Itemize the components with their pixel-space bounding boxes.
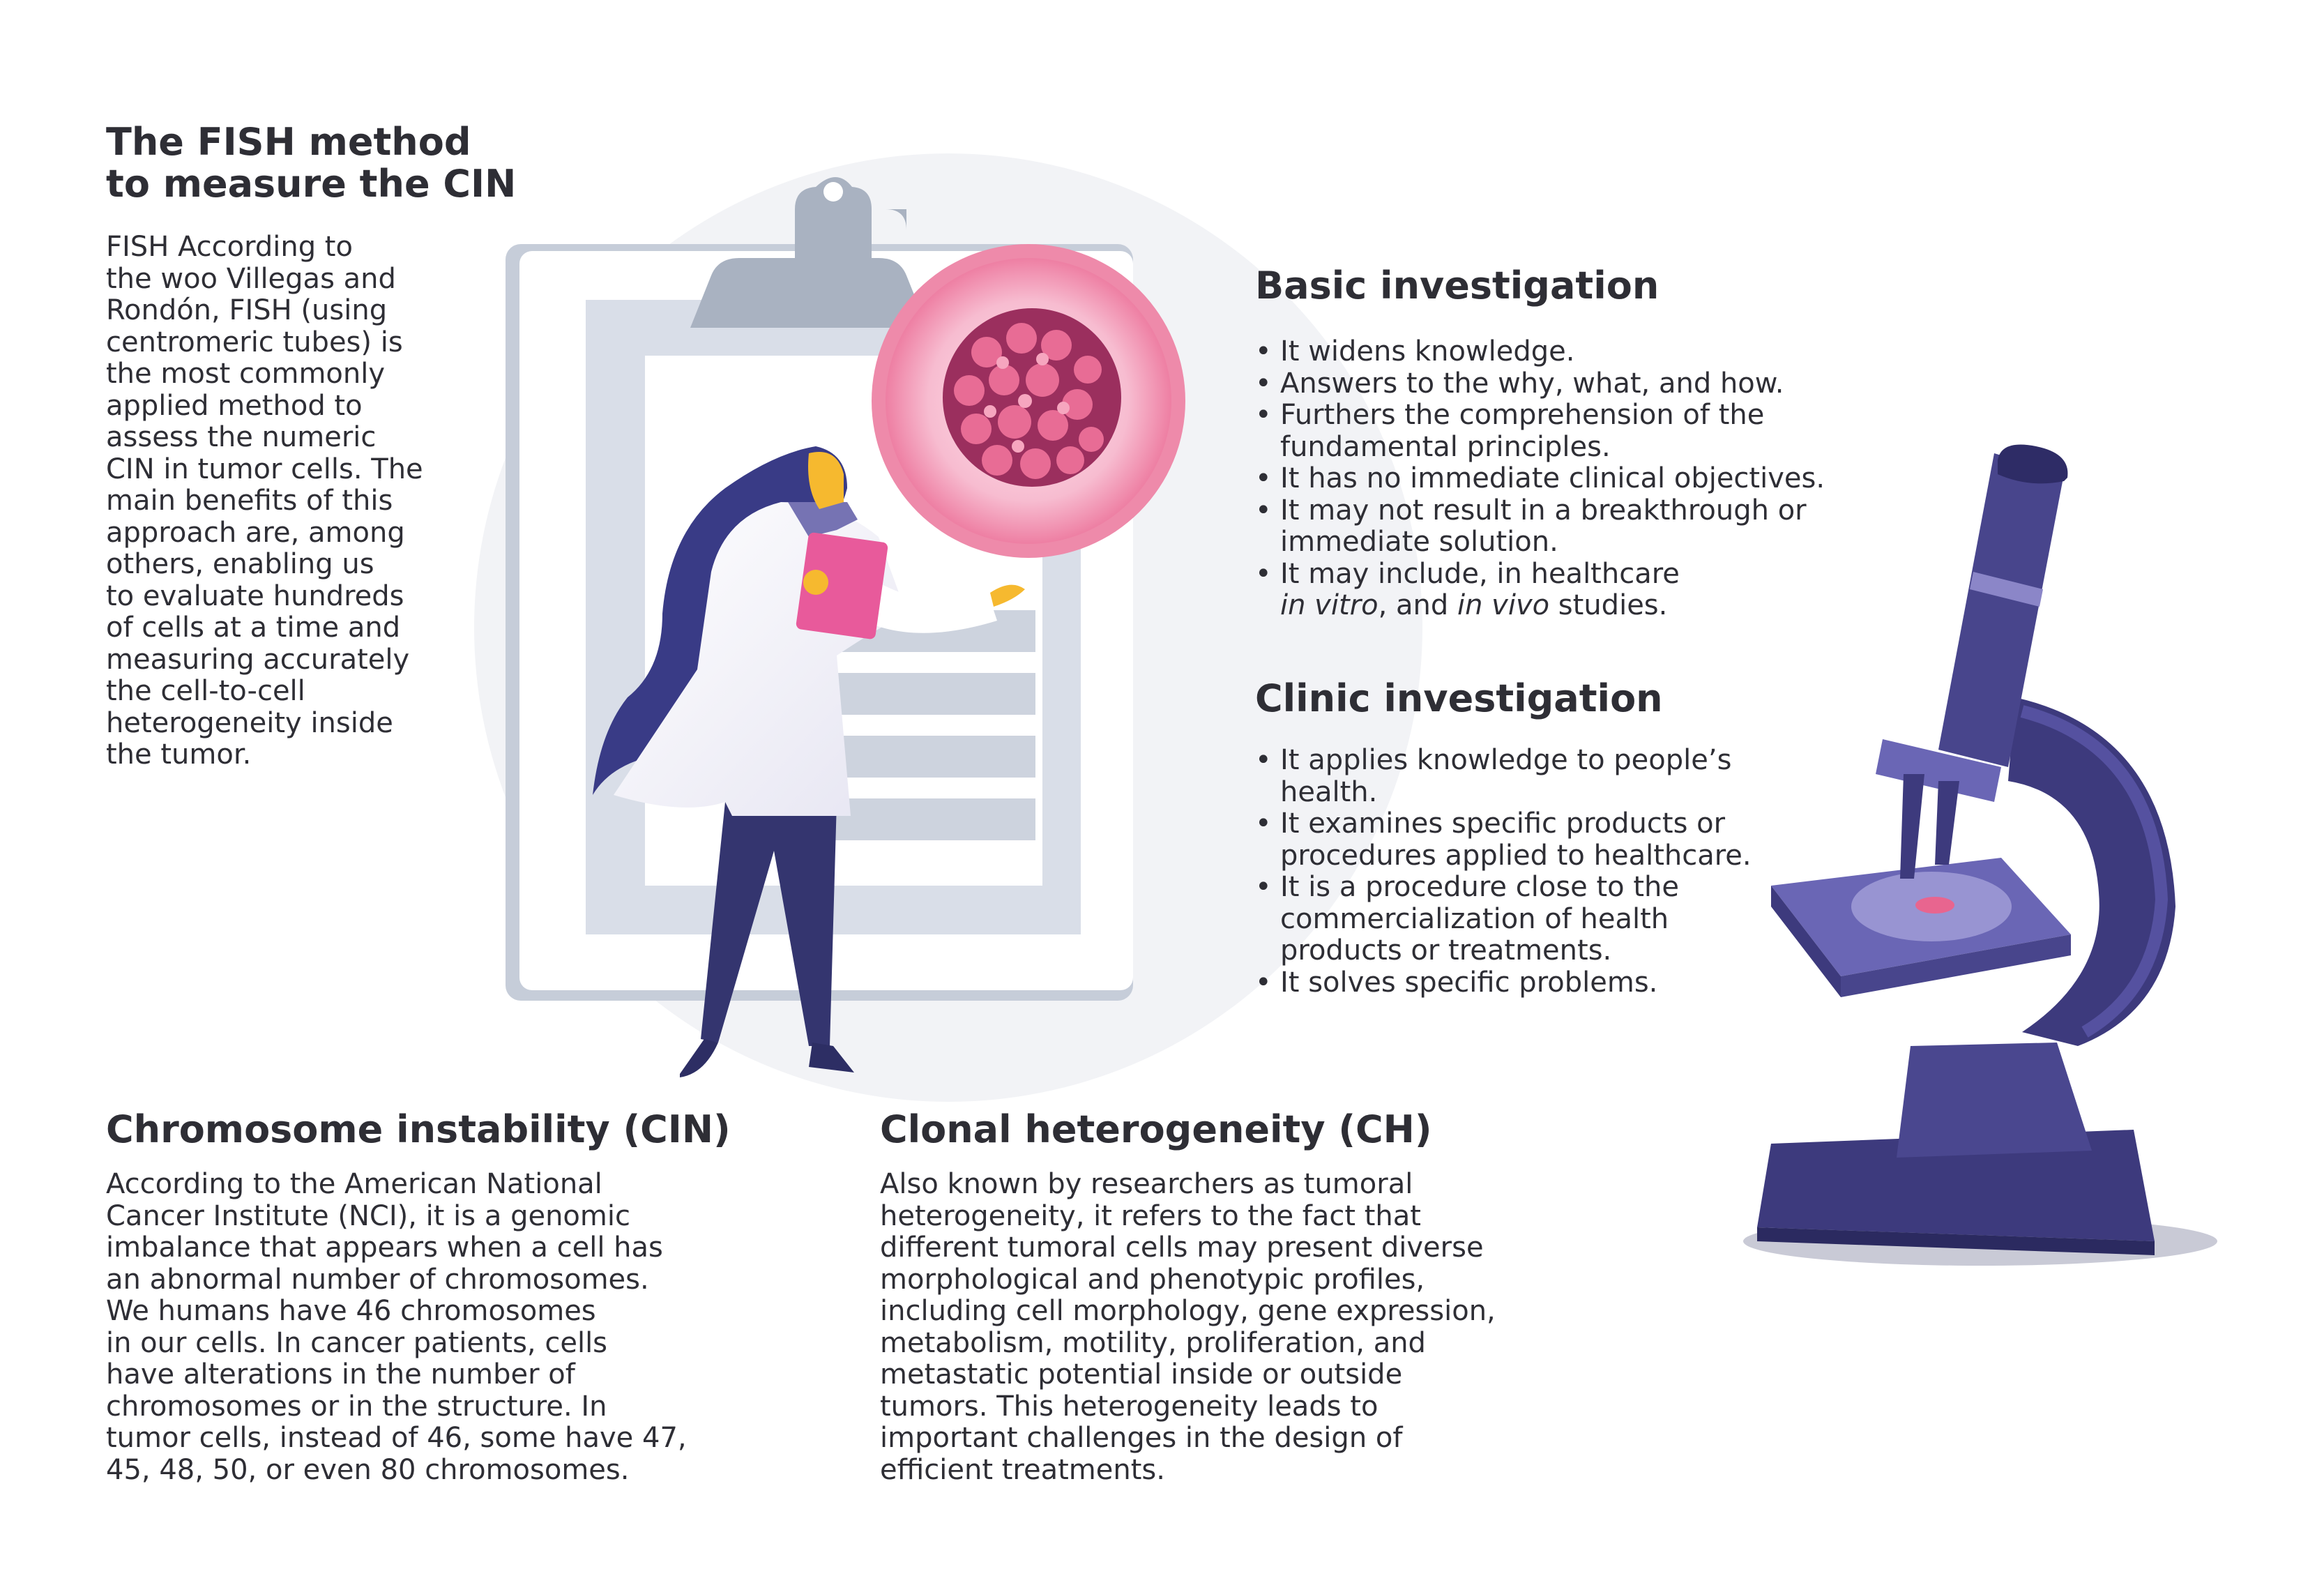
ch-body-line: important challenges in the design of [880, 1422, 1403, 1454]
in-vitro-text: in vitro [1280, 589, 1379, 621]
ch-body-line: heterogeneity, it refers to the fact tha… [880, 1199, 1421, 1232]
fish-body-line: others, enabling us [106, 548, 374, 580]
list-item: It may include, in healthcare in vitro, … [1255, 558, 1825, 622]
basic-investigation-list: It widens knowledge. Answers to the why,… [1255, 335, 1825, 622]
cin-body-line: imbalance that appears when a cell has [106, 1232, 663, 1264]
fish-body-line: CIN in tumor cells. The [106, 453, 423, 485]
fish-body-line: the most commonly [106, 358, 386, 390]
microscope-illustration [1743, 444, 2217, 1266]
fish-body-line: measuring accurately [106, 643, 410, 676]
cin-body-line: an abnormal number of chromosomes. [106, 1263, 649, 1296]
cin-body-line: We humans have 46 chromosomes [106, 1295, 596, 1327]
fish-title: The FISH method to measure the CIN [106, 121, 516, 205]
fish-body-line: of cells at a time and [106, 612, 401, 644]
fish-title-line: to measure the CIN [106, 162, 517, 206]
fish-body-line: applied method to [106, 389, 363, 422]
cin-title: Chromosome instability (CIN) [106, 1107, 731, 1151]
list-item: It is a procedure close to the commercia… [1255, 871, 1752, 967]
fish-body-line: the tumor. [106, 738, 252, 771]
scientist-illustration [593, 446, 1025, 1077]
fish-body-line: heterogeneity inside [106, 706, 393, 739]
clinic-investigation-list: It applies knowledge to people’s health.… [1255, 744, 1752, 999]
clinic-investigation-title: Clinic investigation [1255, 676, 1663, 720]
cin-body-line: chromosomes or in the structure. In [106, 1390, 607, 1423]
ch-title: Clonal heterogeneity (CH) [880, 1107, 1432, 1151]
ch-body-line: metastatic potential inside or outside [880, 1358, 1403, 1391]
list-item: It has no immediate clinical objectives. [1255, 462, 1825, 495]
cin-body-line: have alterations in the number of [106, 1358, 575, 1391]
list-item: Answers to the why, what, and how. [1255, 368, 1825, 400]
fish-body-line: approach are, among [106, 516, 405, 549]
fish-body-line: main benefits of this [106, 485, 393, 517]
list-item: It applies knowledge to people’s health. [1255, 744, 1752, 808]
ch-body-line: Also known by researchers as tumoral [880, 1168, 1413, 1200]
cin-body: According to the American National Cance… [106, 1168, 687, 1486]
ch-body: Also known by researchers as tumoral het… [880, 1168, 1496, 1486]
virus-cell-illustration [872, 244, 1185, 558]
fish-body-line: Rondón, FISH (using [106, 294, 388, 326]
cin-body-line: in our cells. In cancer patients, cells [106, 1326, 608, 1359]
ch-body-line: efficient treatments. [880, 1453, 1165, 1486]
list-item: It solves specific problems. [1255, 967, 1752, 999]
fish-body-line: the cell-to-cell [106, 675, 305, 707]
ch-body-line: metabolism, motility, proliferation, and [880, 1326, 1426, 1359]
cin-body-line: tumor cells, instead of 46, some have 47… [106, 1422, 687, 1454]
fish-body-line: centromeric tubes) is [106, 326, 403, 358]
list-item: Furthers the comprehension of the fundam… [1255, 399, 1825, 463]
fish-body-line: assess the numeric [106, 421, 377, 453]
ch-body-line: morphological and phenotypic profiles, [880, 1263, 1425, 1296]
fish-body-line: FISH According to [106, 231, 353, 263]
cin-body-line: According to the American National [106, 1168, 602, 1200]
fish-body-line: the woo Villegas and [106, 262, 396, 295]
ch-body-line: tumors. This heterogeneity leads to [880, 1390, 1379, 1423]
fish-body-line: to evaluate hundreds [106, 579, 404, 612]
fish-body: FISH According to the woo Villegas and R… [106, 231, 423, 771]
ch-body-line: including cell morphology, gene expressi… [880, 1295, 1496, 1327]
in-vivo-text: in vivo [1457, 589, 1550, 621]
basic-investigation-title: Basic investigation [1255, 264, 1660, 308]
list-item: It widens knowledge. [1255, 335, 1825, 368]
list-item: It may not result in a breakthrough or i… [1255, 494, 1825, 559]
list-item: It examines specific products or procedu… [1255, 808, 1752, 872]
fish-title-line: The FISH method [106, 120, 471, 164]
cin-body-line: Cancer Institute (NCI), it is a genomic [106, 1199, 630, 1232]
ch-body-line: different tumoral cells may present dive… [880, 1232, 1484, 1264]
cin-body-line: 45, 48, 50, or even 80 chromosomes. [106, 1453, 630, 1486]
